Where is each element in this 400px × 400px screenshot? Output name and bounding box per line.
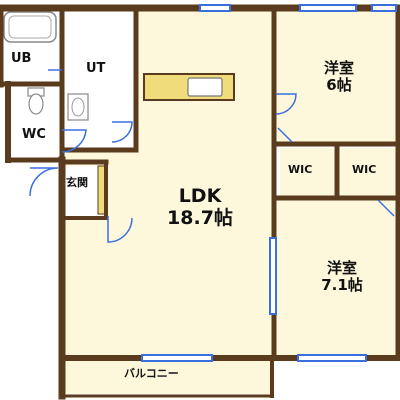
room-label-room2: 洋室 7.1帖 xyxy=(302,259,382,295)
bathtub xyxy=(3,11,57,43)
room1-name: 洋室 xyxy=(323,59,354,77)
door-ldk-ut xyxy=(107,216,133,243)
door-ut xyxy=(111,121,133,143)
room-label-wc: WC xyxy=(22,127,46,142)
toilet-icon xyxy=(27,87,45,115)
window-top-room1 xyxy=(299,4,357,12)
room-label-ub: UB xyxy=(11,51,32,66)
ldk-name: LDK xyxy=(178,185,222,207)
balcony-floor xyxy=(62,360,272,394)
washbasin-icon xyxy=(67,93,89,121)
ldk-size: 18.7帖 xyxy=(167,206,233,229)
kitchen-sink xyxy=(187,77,223,97)
doors xyxy=(29,69,395,243)
window-top-ldk xyxy=(199,4,231,12)
door-room1 xyxy=(275,93,297,115)
door-room2 xyxy=(377,199,395,217)
room-label-entrance: 玄関 xyxy=(66,176,88,189)
door-wc xyxy=(61,129,87,153)
room-label-wic1: WIC xyxy=(288,163,313,176)
window-top-right xyxy=(371,4,397,12)
room1-size: 6帖 xyxy=(326,76,352,95)
room-label-room1: 洋室 6帖 xyxy=(304,59,374,95)
room2-floor xyxy=(274,200,400,358)
wic1-floor xyxy=(280,148,334,196)
wic2-floor xyxy=(340,148,400,196)
window-room2-side xyxy=(269,237,277,315)
windows xyxy=(141,4,397,362)
window-bottom-ldk xyxy=(141,354,213,362)
room-label-ldk: LDK 18.7帖 xyxy=(160,185,240,230)
room2-name: 洋室 xyxy=(326,259,357,277)
door-entrance xyxy=(29,167,59,197)
window-bottom-room2 xyxy=(297,354,367,362)
room-label-wic2: WIC xyxy=(352,163,377,176)
room-label-balcony: バルコニー xyxy=(124,367,179,380)
entrance-floor xyxy=(62,166,102,216)
door-wic1 xyxy=(277,127,293,143)
room2-size: 7.1帖 xyxy=(321,276,363,295)
room1-floor xyxy=(274,8,400,144)
ut-floor xyxy=(62,8,136,150)
bathtub-inner xyxy=(8,15,52,39)
room-label-ut: UT xyxy=(86,61,106,76)
floors xyxy=(0,8,400,394)
